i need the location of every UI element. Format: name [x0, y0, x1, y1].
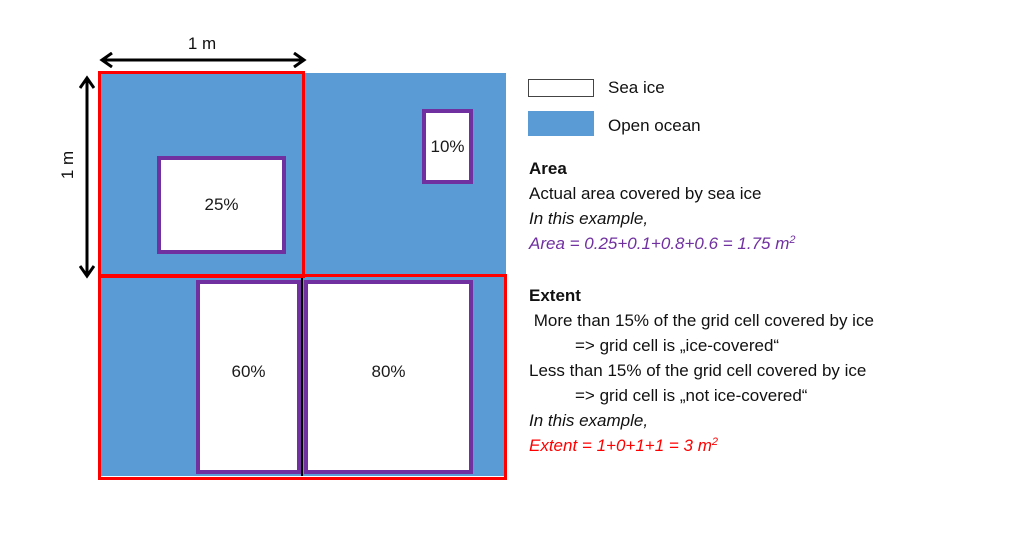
legend-label-sea-ice: Sea ice	[608, 78, 665, 97]
grid-line-vertical	[301, 276, 303, 476]
area-formula: Area = 0.25+0.1+0.8+0.6 = 1.75 m2	[529, 234, 796, 253]
extent-result-ice-covered: => grid cell is „ice-covered“	[575, 336, 780, 355]
area-heading: Area	[529, 159, 567, 178]
extent-result-not-ice-covered: => grid cell is „not ice-covered“	[575, 386, 808, 405]
horizontal-dimension-label: 1 m	[187, 34, 217, 53]
extent-outline-top-left	[98, 71, 305, 278]
ice-patch-10: 10%	[422, 109, 473, 184]
extent-example-intro: In this example,	[529, 411, 649, 430]
ice-percent-label: 25%	[204, 195, 239, 214]
extent-outline-bottom	[98, 274, 507, 480]
horizontal-double-arrow-icon	[99, 52, 307, 68]
extent-rule-less: Less than 15% of the grid cell covered b…	[529, 361, 867, 380]
legend-label-open-ocean: Open ocean	[608, 116, 701, 135]
extent-formula: Extent = 1+0+1+1 = 3 m2	[529, 436, 719, 455]
vertical-dimension-label: 1 m	[58, 150, 77, 180]
area-example-intro: In this example,	[529, 209, 649, 228]
extent-rule-more: More than 15% of the grid cell covered b…	[529, 311, 874, 330]
ice-percent-label: 80%	[371, 362, 406, 381]
ice-patch-60: 60%	[196, 280, 301, 474]
ice-percent-label: 10%	[430, 136, 465, 156]
ice-percent-label: 60%	[231, 362, 266, 381]
ice-patch-80: 80%	[304, 280, 473, 474]
area-description: Actual area covered by sea ice	[529, 184, 762, 203]
legend-swatch-open-ocean	[528, 111, 594, 136]
extent-heading: Extent	[529, 286, 581, 305]
ice-patch-25: 25%	[157, 156, 286, 254]
legend-swatch-sea-ice	[528, 79, 594, 97]
vertical-double-arrow-icon	[79, 75, 95, 279]
